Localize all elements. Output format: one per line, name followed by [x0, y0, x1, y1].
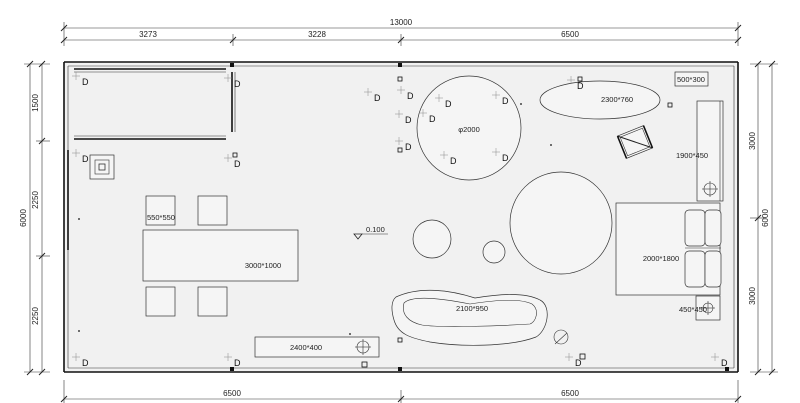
bench-label: 1900*450	[676, 151, 708, 160]
round-side-table-large	[412, 219, 452, 259]
downlight-marker-label: D	[502, 153, 509, 163]
downlight-marker-label: D	[429, 114, 436, 124]
downlight-marker-label: D	[721, 358, 728, 368]
downlight-marker-label: D	[450, 156, 457, 166]
dim-top-seg-1: 3273	[139, 30, 157, 39]
dim-bottom-seg-2: 6500	[561, 389, 579, 398]
sofa-label: 2100*950	[456, 304, 488, 313]
dim-top-seg-2: 3228	[308, 30, 326, 39]
dimension-left: 6000 1500 2250 2250	[19, 60, 50, 376]
round-table-label: φ2000	[458, 125, 480, 134]
downlight-marker-label: D	[407, 91, 414, 101]
ellipse-table: 2300*760	[539, 80, 661, 120]
bed: 2000*1800	[615, 202, 722, 296]
cabinet-small: 500*300	[674, 71, 709, 87]
downlight-marker-label: D	[82, 77, 89, 87]
dim-right-total: 6000	[761, 209, 770, 227]
column-markers	[230, 63, 729, 371]
plinth	[89, 154, 115, 180]
lounge-chair	[616, 125, 654, 159]
downlight-marker-label: D	[82, 154, 89, 164]
dim-top-total: 13000	[390, 18, 413, 27]
dim-left-total: 6000	[19, 209, 28, 227]
downlight-marker-label: D	[234, 159, 241, 169]
dim-top-seg-3: 6500	[561, 30, 579, 39]
bed-label: 2000*1800	[643, 254, 679, 263]
stool-top-right	[197, 195, 228, 226]
dim-left-seg-1: 1500	[31, 94, 40, 112]
round-side-table-small	[482, 240, 506, 264]
curved-sofa: 2100*950	[391, 289, 548, 346]
console: 2400*400	[254, 336, 380, 358]
stool-top-left: 550*550	[145, 195, 176, 226]
downlight-marker-label: D	[575, 358, 582, 368]
stool-bottom-left	[145, 286, 176, 317]
stool-bottom-right	[197, 286, 228, 317]
level-marker: 0.100	[353, 225, 388, 240]
dimension-top: 13000 3273 3228 6500	[60, 18, 742, 46]
long-table: 3000*1000	[142, 229, 299, 282]
round-table: φ2000	[416, 75, 522, 181]
long-table-label: 3000*1000	[245, 261, 281, 270]
dim-left-seg-2: 2250	[31, 191, 40, 209]
dim-left-seg-3: 2250	[31, 307, 40, 325]
dim-right-seg-2: 3000	[748, 287, 757, 305]
stool-label: 550*550	[147, 213, 175, 222]
downlight-marker-label: D	[405, 115, 412, 125]
top-left-partition	[67, 68, 236, 250]
ellipse-table-label: 2300*760	[601, 95, 633, 104]
downlight-marker-label: D	[445, 99, 452, 109]
downlight-marker-label: D	[374, 93, 381, 103]
downlight-marker-label: D	[577, 81, 584, 91]
console-label: 2400*400	[290, 343, 322, 352]
floor-lamp-icon	[553, 329, 569, 345]
level-label: 0.100	[366, 225, 385, 234]
dim-bottom-seg-1: 6500	[223, 389, 241, 398]
cabinet-small-label: 500*300	[677, 75, 705, 84]
side-table: 450*450	[679, 295, 721, 321]
dim-right-seg-1: 3000	[748, 132, 757, 150]
side-table-label: 450*450	[679, 305, 707, 314]
downlight-marker-label: D	[234, 79, 241, 89]
downlight-marker-label: D	[82, 358, 89, 368]
dimension-bottom: 6500 6500	[60, 380, 742, 403]
downlight-marker-label: D	[234, 358, 241, 368]
dimension-right: 3000 3000 6000	[748, 60, 778, 376]
big-round-table	[509, 171, 613, 275]
bench: 1900*450	[676, 100, 724, 202]
detail-dots	[78, 103, 552, 335]
downlight-marker-label: D	[502, 96, 509, 106]
downlight-marker-label: D	[405, 142, 412, 152]
